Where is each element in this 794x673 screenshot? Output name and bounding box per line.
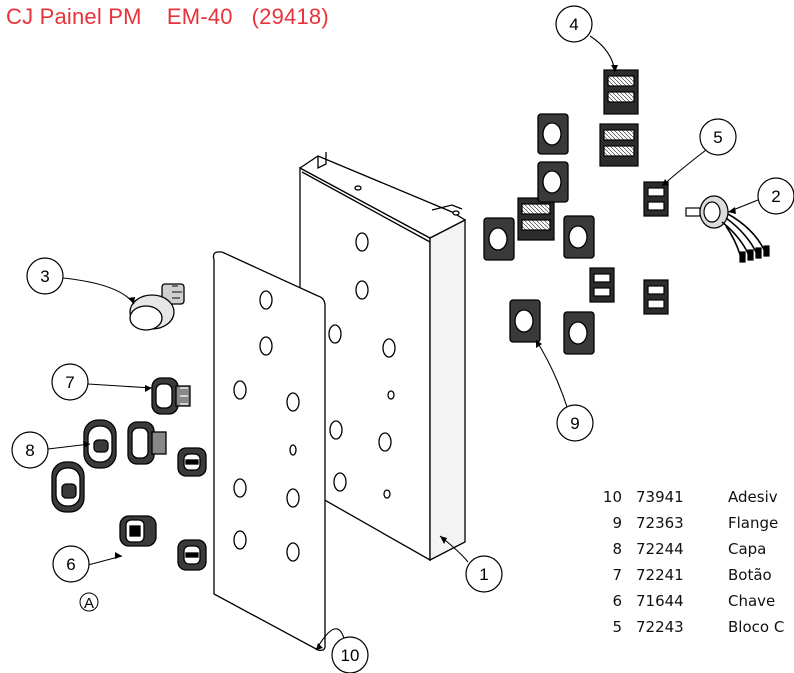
bom-item-number: 10 [602, 488, 622, 506]
balloon-10: 10 [331, 636, 369, 673]
view-label-a: A [79, 592, 99, 612]
balloon-8-label: 8 [25, 441, 34, 460]
leader-8 [47, 443, 91, 450]
balloon-6: 6 [52, 545, 90, 583]
potentiometer-part [685, 195, 770, 263]
balloon-9-label: 9 [570, 414, 579, 433]
leader-arrowheads [83, 65, 736, 650]
bom-row: 8 72244 Capa [598, 540, 794, 566]
bom-part-code: 72244 [636, 540, 684, 558]
leader-3 [62, 277, 135, 305]
bom-part-code: 72241 [636, 566, 684, 584]
balloon-5-label: 5 [713, 128, 722, 147]
bom-part-code: 71644 [636, 592, 684, 610]
bom-description: Botão [728, 566, 772, 584]
drawing-title: CJ Painel PM EM-40 (29418) [6, 4, 329, 29]
selector-switch-part [119, 447, 207, 571]
cap-part [51, 419, 117, 513]
bill-of-materials: 10 73941 Adesiv 9 72363 Flange 8 72244 C… [598, 488, 794, 644]
bom-description: Flange [728, 514, 779, 532]
balloon-1: 1 [465, 555, 503, 593]
box-holes [328, 232, 396, 499]
bom-row: 6 71644 Chave [598, 592, 794, 618]
bom-description: Chave [728, 592, 776, 610]
bom-item-number: 7 [612, 566, 622, 584]
bom-part-code: 73941 [636, 488, 684, 506]
bom-item-number: 5 [612, 618, 622, 636]
bom-row: 5 72243 Bloco C [598, 618, 794, 644]
balloon-8: 8 [11, 431, 49, 469]
leader-9 [535, 339, 569, 411]
balloon-9: 9 [556, 404, 594, 442]
balloon-4: 4 [555, 5, 593, 43]
leader-7 [87, 383, 153, 389]
leader-5 [661, 149, 707, 187]
balloon-6-label: 6 [66, 555, 75, 574]
mushroom-button-part [129, 283, 185, 331]
bom-part-code: 72243 [636, 618, 684, 636]
bom-description: Adesiv [728, 488, 778, 506]
bom-part-code: 72363 [636, 514, 684, 532]
balloon-2-label: 2 [771, 187, 780, 206]
view-label-text: A [84, 595, 94, 612]
bom-row: 10 73941 Adesiv [598, 488, 794, 514]
balloon-2: 2 [757, 177, 794, 215]
balloon-7: 7 [51, 363, 89, 401]
balloon-5: 5 [699, 118, 737, 156]
balloon-1-label: 1 [479, 565, 488, 584]
contact-block-small-part [589, 181, 669, 315]
bom-row: 7 72241 Botão [598, 566, 794, 592]
adhesive-plate-part [212, 251, 326, 652]
bom-item-number: 6 [612, 592, 622, 610]
balloon-7-label: 7 [65, 373, 74, 392]
bom-row: 9 72363 Flange [598, 514, 794, 540]
bom-item-number: 9 [612, 514, 622, 532]
bom-description: Bloco C [728, 618, 785, 636]
contact-block-part [517, 69, 639, 241]
balloon-4-label: 4 [569, 15, 578, 34]
flange-part [483, 113, 595, 355]
button-part-2 [127, 421, 167, 465]
balloon-10-label: 10 [341, 646, 360, 665]
balloon-3: 3 [26, 257, 64, 295]
balloon-3-label: 3 [40, 267, 49, 286]
leader-4 [589, 35, 616, 73]
bom-item-number: 8 [612, 540, 622, 558]
bom-description: Capa [728, 540, 767, 558]
button-part [151, 377, 191, 415]
plate-holes [233, 290, 300, 562]
